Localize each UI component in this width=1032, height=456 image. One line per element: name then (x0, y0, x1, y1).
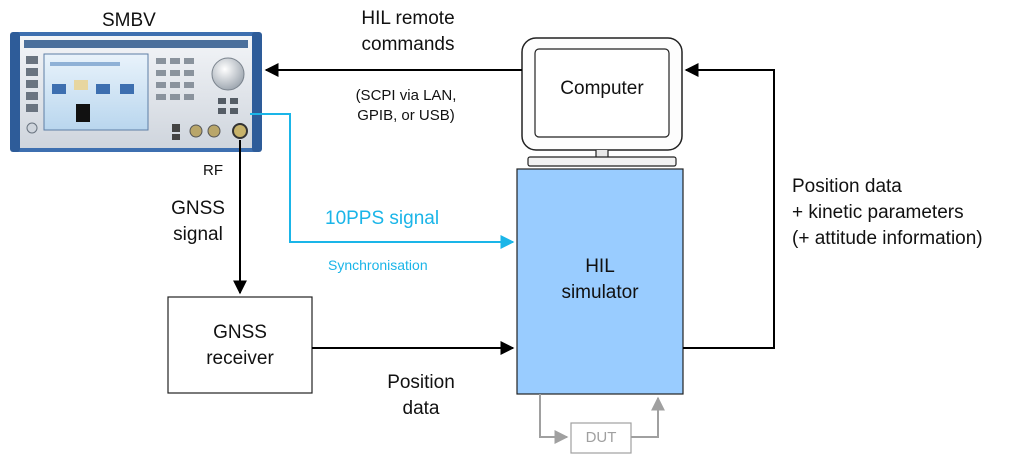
smbv-title: SMBV (102, 10, 156, 31)
feedback-label: Position data + kinetic parameters (+ at… (792, 174, 983, 252)
dut-input-arrow (539, 394, 569, 444)
hil-sim-line1: HIL (585, 256, 615, 277)
computer-label: Computer (560, 78, 644, 99)
gnss-receiver-box (167, 296, 313, 394)
feedback-line1: Position data (792, 176, 902, 197)
position-data-line2: data (402, 398, 440, 419)
gnss-signal-line1: GNSS (171, 198, 225, 219)
hil-remote-line2: commands (361, 34, 455, 55)
scpi-line2: GPIB, or USB) (357, 107, 455, 124)
scpi-line1: (SCPI via LAN, (355, 87, 457, 104)
pps-signal-arrow (250, 113, 515, 249)
gnss-recv-line1: GNSS (213, 322, 267, 343)
synchronisation-label: Synchronisation (328, 257, 428, 273)
dut-output-arrow (631, 396, 665, 438)
hil-sim-line2: simulator (561, 282, 639, 303)
position-data-label: Position data (366, 370, 476, 422)
hil-remote-commands-label: HIL remote commands (318, 6, 498, 58)
hil-simulator-box (516, 168, 684, 395)
feedback-loop-arrow (683, 63, 775, 349)
rf-label: RF (203, 162, 223, 179)
gnss-signal-line2: signal (173, 224, 223, 245)
dut-label: DUT (585, 429, 617, 446)
hil-simulator-label: HIL simulator (517, 254, 683, 306)
gnss-receiver-label: GNSS receiver (168, 320, 312, 372)
feedback-line3: (+ attitude information) (792, 228, 983, 249)
position-data-line1: Position (387, 372, 455, 393)
computer-monitor-icon (521, 37, 683, 167)
dut-box (570, 422, 632, 454)
pps-signal-label: 10PPS signal (325, 208, 440, 229)
gnss-recv-line2: receiver (206, 348, 274, 369)
gnss-signal-label: GNSS signal (156, 196, 240, 248)
feedback-line2: + kinetic parameters (792, 202, 964, 223)
scpi-label: (SCPI via LAN, GPIB, or USB) (322, 86, 490, 126)
smbv-instrument (10, 32, 262, 152)
hil-remote-line1: HIL remote (361, 8, 455, 29)
